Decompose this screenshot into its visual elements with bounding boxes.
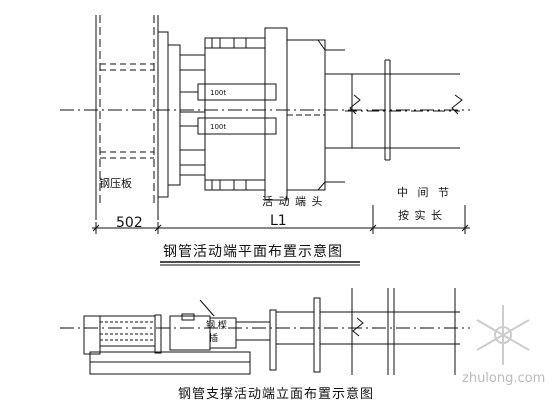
label-steel-plate: 钢压板 bbox=[99, 177, 132, 190]
dimension-L1: L1 bbox=[270, 213, 287, 229]
end-plate-plan bbox=[157, 31, 205, 198]
snowflake-logo-icon bbox=[476, 305, 530, 365]
label-active-end: 活 动 端 头 bbox=[262, 195, 324, 208]
steel-pipe-elevation bbox=[60, 288, 470, 375]
dimension-502: 502 bbox=[116, 215, 143, 231]
label-jack-lower: 100t bbox=[210, 123, 227, 131]
title-underline-plan bbox=[160, 261, 360, 266]
title-elevation-view: 钢管支撑活动端立面布置示意图 bbox=[178, 387, 375, 402]
label-by-actual-length: 按 实 长 bbox=[398, 209, 443, 222]
label-wedge-insert: 插 bbox=[209, 334, 219, 344]
label-jack-upper: 100t bbox=[210, 89, 227, 97]
watermark-text: zhulong.com bbox=[462, 371, 546, 386]
title-plan-view: 钢管活动端平面布置示意图 bbox=[163, 244, 343, 260]
label-middle-section: 中 间 节 bbox=[397, 186, 452, 199]
steel-pipe-plan bbox=[325, 59, 463, 161]
active-end-tube-plan bbox=[286, 39, 345, 191]
jack-assembly-plan bbox=[180, 27, 288, 201]
label-steel-wedge: 钢 楔 bbox=[206, 321, 227, 331]
dimension-line-plan bbox=[92, 205, 470, 234]
